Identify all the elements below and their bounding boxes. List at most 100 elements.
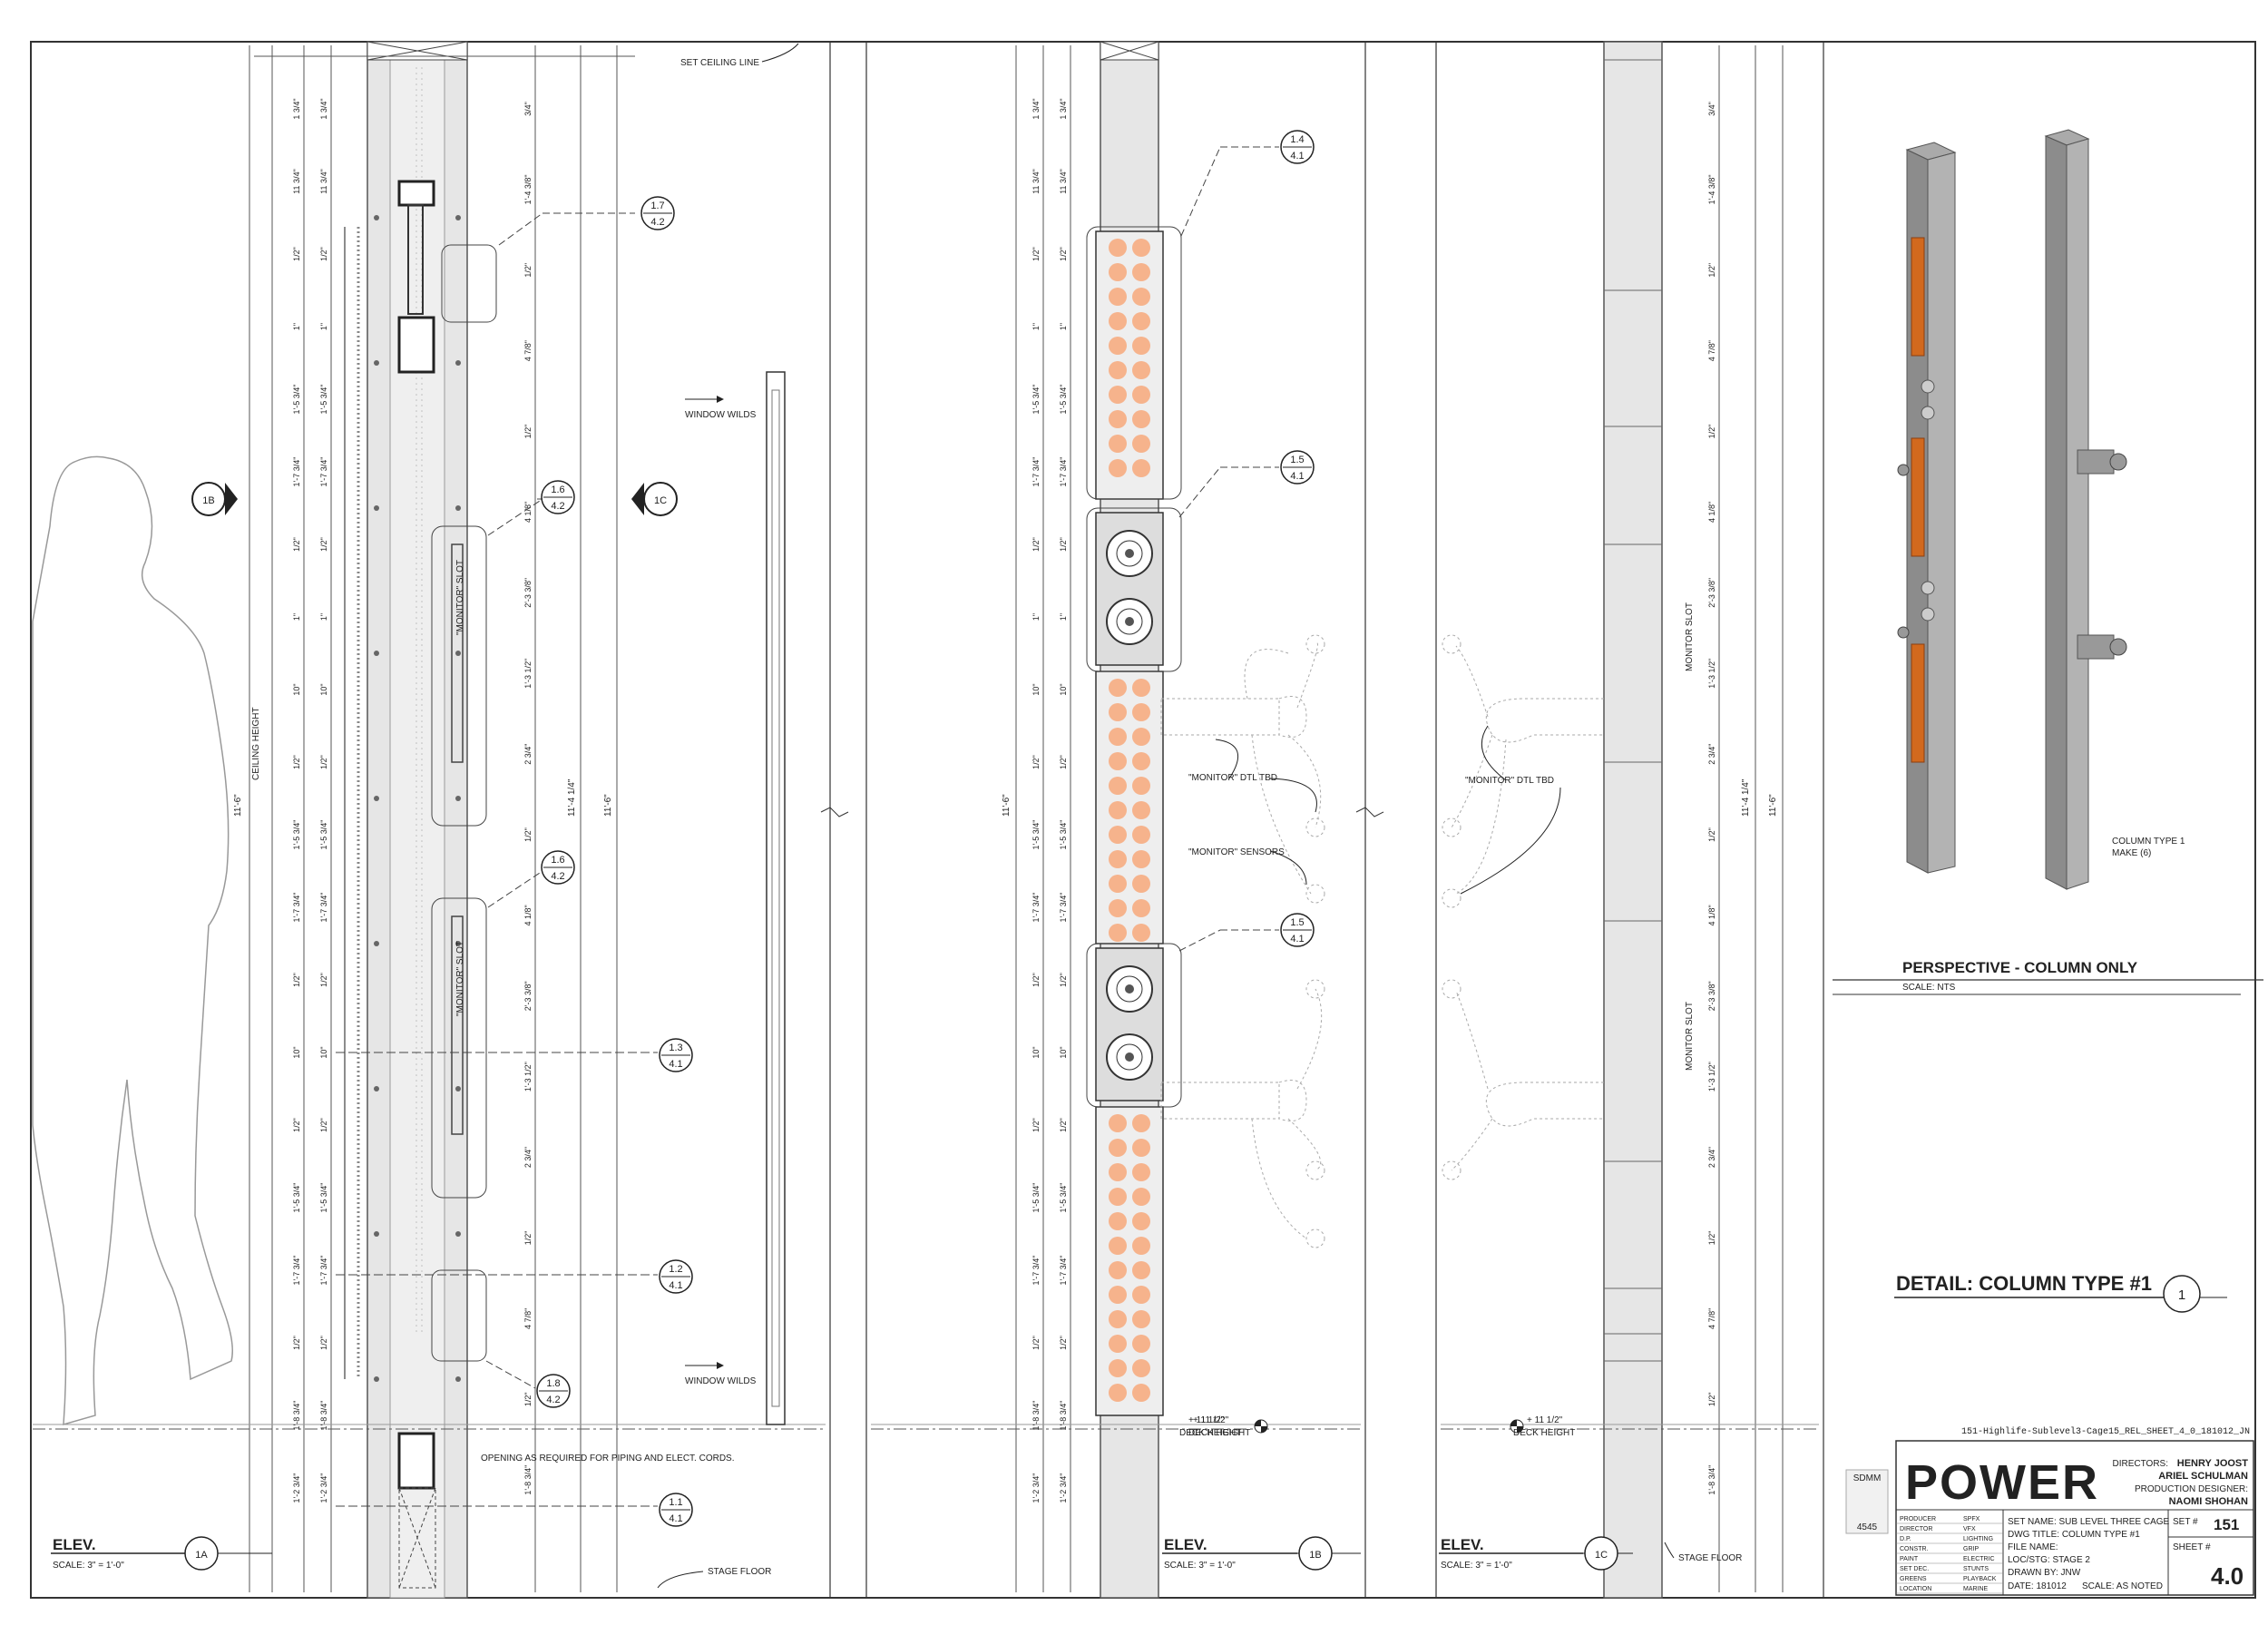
dimension-label: 1" <box>319 323 328 330</box>
led-light <box>1132 288 1150 306</box>
svg-text:1.3: 1.3 <box>669 1043 682 1053</box>
led-light <box>1132 435 1150 453</box>
dimension-label: 1/2" <box>1059 973 1068 987</box>
dimension-label: 1/2" <box>292 1336 301 1350</box>
dept-label: VFX <box>1963 1526 1976 1532</box>
led-light <box>1109 435 1127 453</box>
led-light <box>1109 1114 1127 1132</box>
dimension-label: 1/2" <box>292 247 301 261</box>
dimension-label: 1 3/4" <box>292 98 301 119</box>
callout-bubble[interactable]: 1.14.1 <box>336 1493 693 1527</box>
callout-bubble[interactable]: 1.34.1 <box>336 1038 693 1072</box>
svg-text:DIRECTORS:: DIRECTORS: <box>2113 1459 2169 1469</box>
monitor-sensor-outline-1c <box>1442 634 1604 1180</box>
overall-dim-1c: 11'-6" <box>1768 794 1778 817</box>
window-wild-elevation <box>766 371 786 1425</box>
callout-bubble[interactable]: 1.64.2 <box>487 480 575 536</box>
led-light <box>1132 1384 1150 1402</box>
led-light <box>1109 459 1127 477</box>
union-top: SDMM <box>1853 1473 1882 1483</box>
dimension-label: 3/4" <box>523 102 533 116</box>
dimension-label: 1/2" <box>319 1118 328 1132</box>
led-light <box>1109 1384 1127 1402</box>
callout-bubble[interactable]: 1.64.2 <box>487 850 575 908</box>
svg-text:ELEV.: ELEV. <box>1164 1536 1207 1553</box>
callout-bubble[interactable]: 1.54.1 <box>1178 913 1315 952</box>
callout-bubble[interactable]: 1.84.2 <box>485 1360 571 1408</box>
led-light <box>1109 386 1127 404</box>
svg-text:1C: 1C <box>654 495 667 506</box>
dimension-label: 1'-3 1/2" <box>1707 659 1716 689</box>
dept-label: DIRECTOR <box>1900 1526 1932 1532</box>
callout-bubble[interactable]: 1.74.2 <box>498 196 675 246</box>
svg-text:DATE: 181012: DATE: 181012 <box>2008 1581 2067 1591</box>
led-light <box>1132 1286 1150 1304</box>
dimension-label: 1'-8 3/4" <box>319 1401 328 1431</box>
svg-text:1.6: 1.6 <box>551 485 564 495</box>
dimension-label: 1'-7 3/4" <box>319 1256 328 1286</box>
dept-label: ELECTRIC <box>1963 1556 1995 1562</box>
overall-dim-right: 11'-6" <box>603 794 613 817</box>
dimension-label: 1'-7 3/4" <box>1031 457 1041 487</box>
svg-text:1.2: 1.2 <box>669 1264 682 1275</box>
led-light <box>1132 924 1150 942</box>
led-light <box>1132 679 1150 697</box>
dimension-label: 1/2" <box>1707 827 1716 842</box>
dimension-label: 11 3/4" <box>292 169 301 194</box>
dept-label: GRIP <box>1963 1546 1979 1552</box>
led-light <box>1109 850 1127 868</box>
dimension-label: 4 7/8" <box>523 340 533 361</box>
dimension-label: 4 1/8" <box>1707 905 1716 925</box>
dimension-label: 1/2" <box>1707 263 1716 278</box>
dimension-label: 1/2" <box>292 755 301 769</box>
dimension-label: 1" <box>319 613 328 621</box>
dimension-label: 1'-5 3/4" <box>292 385 301 415</box>
dimension-label: 1/2" <box>1031 537 1041 552</box>
svg-text:ELEV.: ELEV. <box>1441 1536 1484 1553</box>
dimension-label: 1'-8 3/4" <box>1707 1465 1716 1495</box>
callout-bubble[interactable]: 1.24.1 <box>336 1259 693 1294</box>
svg-text:SCALE: 3" = 1'-0": SCALE: 3" = 1'-0" <box>1164 1561 1236 1571</box>
led-light <box>1132 728 1150 746</box>
led-light <box>1132 263 1150 281</box>
led-light <box>1109 703 1127 721</box>
led-light <box>1109 1212 1127 1230</box>
svg-text:4.2: 4.2 <box>546 1395 560 1405</box>
svg-text:SCALE: AS NOTED: SCALE: AS NOTED <box>2082 1581 2163 1591</box>
dimension-label: 2'-3 3/8" <box>1707 981 1716 1011</box>
overall-dim-1b: 11'-6" <box>1002 794 1012 817</box>
callout-bubble[interactable]: 1.54.1 <box>1178 450 1315 518</box>
svg-text:4.1: 4.1 <box>669 1513 682 1524</box>
led-light <box>1109 899 1127 917</box>
dimension-label: 1'-7 3/4" <box>1059 893 1068 923</box>
dimension-label: 1'-2 3/4" <box>319 1473 328 1503</box>
dimension-label: 1'-8 3/4" <box>1031 1401 1041 1431</box>
dimension-label: 11 3/4" <box>1031 169 1041 194</box>
led-light <box>1109 728 1127 746</box>
svg-text:SCALE: 3" = 1'-0": SCALE: 3" = 1'-0" <box>1441 1561 1512 1571</box>
svg-text:4.2: 4.2 <box>650 217 664 228</box>
svg-text:1.6: 1.6 <box>551 855 564 866</box>
dimension-label: 1 3/4" <box>319 98 328 119</box>
led-light <box>1109 337 1127 355</box>
section-marker-1c[interactable]: 1C <box>631 482 678 516</box>
led-light <box>1109 1163 1127 1181</box>
dimension-label: 1 3/4" <box>1031 98 1041 119</box>
dimension-label: 4 7/8" <box>1707 1308 1716 1329</box>
section-marker-1b[interactable]: 1B <box>191 482 238 516</box>
svg-text:1.1: 1.1 <box>669 1497 682 1508</box>
stage-floor-label-1c: STAGE FLOOR <box>1678 1553 1742 1563</box>
callout-bubble[interactable]: 1.44.1 <box>1180 130 1315 237</box>
dimension-label: 1/2" <box>1031 247 1041 261</box>
dimension-label: 1" <box>292 613 301 621</box>
dimension-label: 10" <box>1059 1046 1068 1058</box>
dimension-label: 1/2" <box>523 827 533 842</box>
led-light <box>1109 752 1127 770</box>
led-light <box>1109 1310 1127 1328</box>
led-light <box>1132 1114 1150 1132</box>
dimension-label: 1/2" <box>1031 1118 1041 1132</box>
perspective-view: COLUMN TYPE 1 MAKE (6) PERSPECTIVE - COL… <box>1833 129 2263 995</box>
led-light <box>1132 899 1150 917</box>
led-light <box>1109 312 1127 330</box>
